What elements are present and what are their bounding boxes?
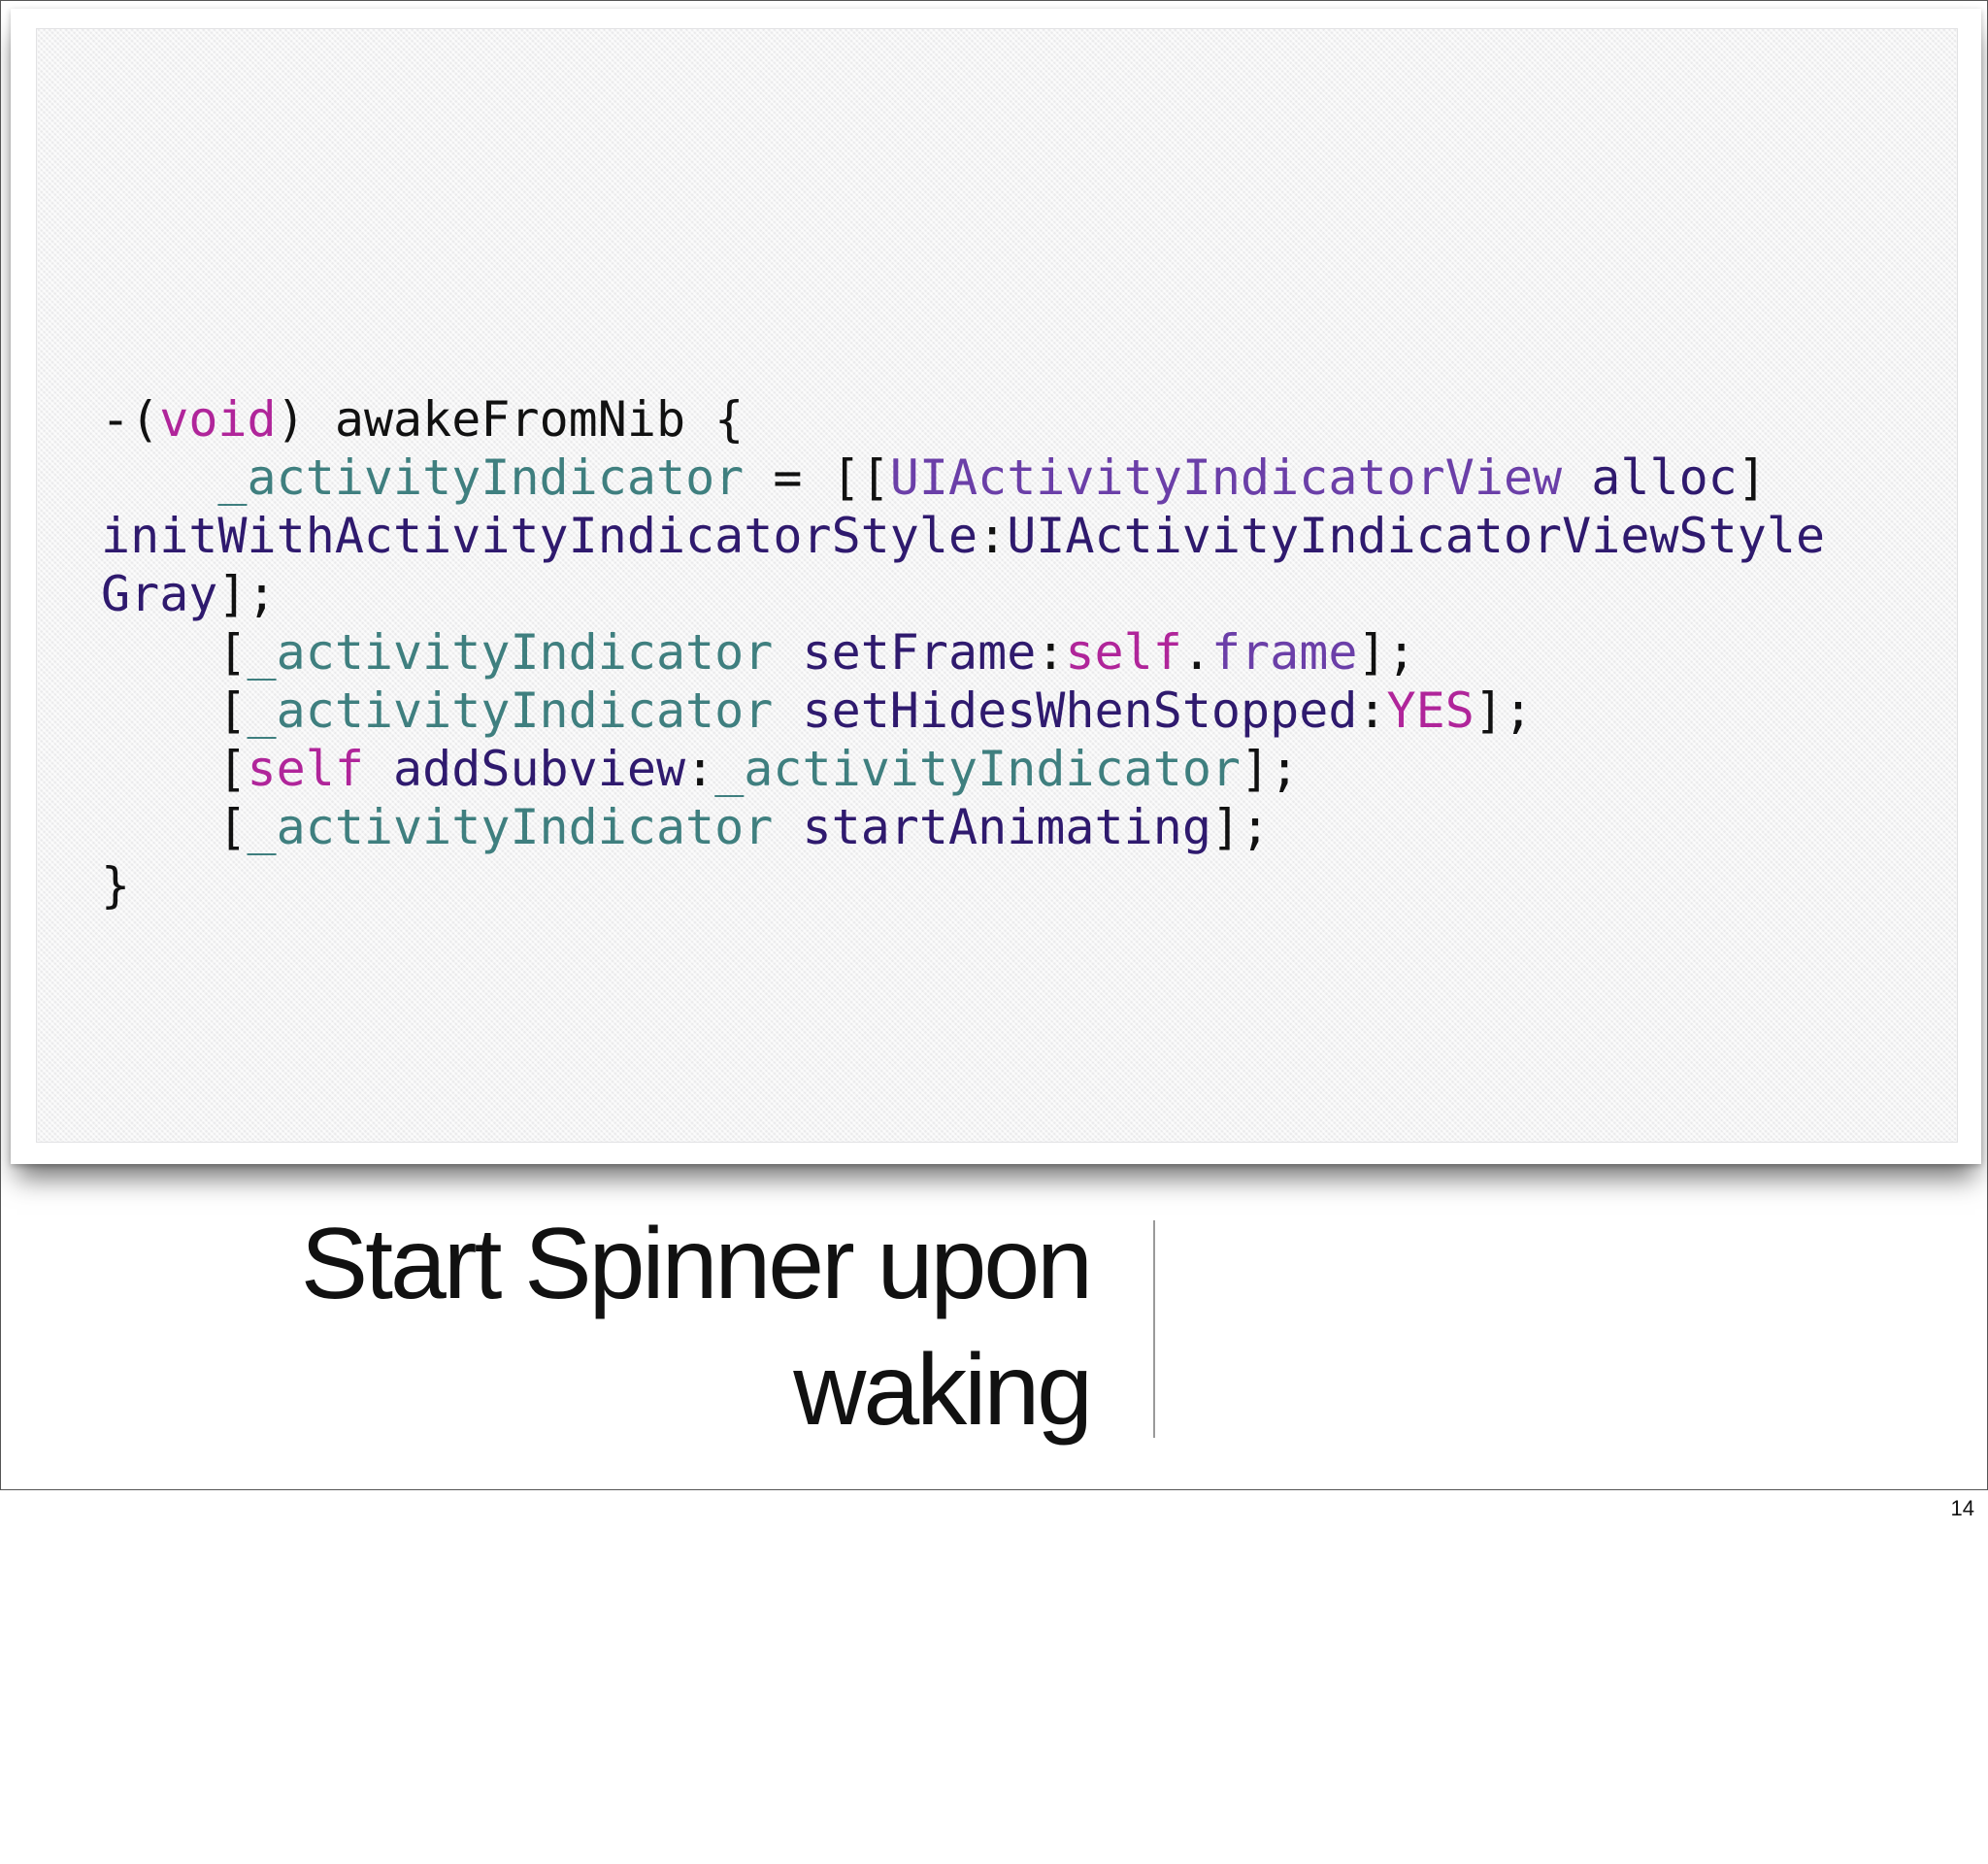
code-token <box>101 449 217 506</box>
code-token: YES <box>1386 682 1474 739</box>
code-token <box>773 682 802 739</box>
code-token: _activityIndicator <box>714 741 1242 797</box>
code-token: [ <box>101 624 248 681</box>
code-token: } <box>101 857 131 914</box>
code-token: self <box>247 741 364 797</box>
code-token: = [[ <box>744 449 890 506</box>
code-token: ]; <box>217 566 277 622</box>
code-line: Gray]; <box>101 566 277 622</box>
code-token: UIActivityIndicatorView <box>889 449 1563 506</box>
code-token: ]; <box>1357 624 1416 681</box>
code-token: ]; <box>1241 741 1300 797</box>
code-token: -( <box>101 391 160 448</box>
code-block: -(void) awakeFromNib { _activityIndicato… <box>101 390 1825 915</box>
page-number: 14 <box>1950 1496 1974 1520</box>
code-token <box>1562 449 1591 506</box>
code-line: initWithActivityIndicatorStyle:UIActivit… <box>101 508 1825 564</box>
code-token: setFrame <box>802 624 1037 681</box>
code-token: ) awakeFromNib { <box>276 391 745 448</box>
code-token: ]; <box>1210 799 1271 855</box>
code-token: [ <box>101 741 248 797</box>
code-token: setHidesWhenStopped <box>802 682 1358 739</box>
code-token: [ <box>101 682 248 739</box>
code-token: frame <box>1210 624 1358 681</box>
caption-line-1: Start Spinner upon <box>300 1208 1093 1320</box>
code-token: : <box>685 741 715 797</box>
code-token: self <box>1065 624 1182 681</box>
code-token <box>364 741 393 797</box>
code-token: ]; <box>1474 682 1534 739</box>
code-token: initWithActivityIndicatorStyle <box>101 508 978 564</box>
code-line: [_activityIndicator setHidesWhenStopped:… <box>101 682 1533 739</box>
code-token: startAnimating <box>802 799 1211 855</box>
code-token: _activityIndicator <box>217 449 745 506</box>
code-token: _activityIndicator <box>247 624 774 681</box>
code-token <box>773 624 802 681</box>
code-token: void <box>159 391 277 448</box>
code-token: [ <box>101 799 248 855</box>
caption-line-2: waking <box>793 1334 1093 1447</box>
code-line: [_activityIndicator setFrame:self.frame]… <box>101 624 1416 681</box>
caption-divider <box>1153 1220 1155 1438</box>
code-token: : <box>1036 624 1066 681</box>
code-token: alloc <box>1591 449 1738 506</box>
code-token: Gray <box>101 566 218 622</box>
code-screenshot-frame: -(void) awakeFromNib { _activityIndicato… <box>11 9 1981 1164</box>
code-line: -(void) awakeFromNib { <box>101 391 744 448</box>
code-token: : <box>1357 682 1387 739</box>
code-line: [self addSubview:_activityIndicator]; <box>101 741 1299 797</box>
code-line: _activityIndicator = [[UIActivityIndicat… <box>101 449 1767 506</box>
code-token: UIActivityIndicatorViewStyle <box>1007 508 1826 564</box>
slide: -(void) awakeFromNib { _activityIndicato… <box>0 0 1988 1490</box>
code-token: _activityIndicator <box>247 799 774 855</box>
code-line: [_activityIndicator startAnimating]; <box>101 799 1270 855</box>
code-token: . <box>1181 624 1211 681</box>
code-token: ] <box>1737 449 1767 506</box>
code-token: : <box>977 508 1008 564</box>
slide-caption: Start Spinner upon waking <box>216 1201 1093 1453</box>
code-token: addSubview <box>393 741 686 797</box>
code-line: } <box>101 857 130 914</box>
code-token <box>773 799 802 855</box>
code-token: _activityIndicator <box>247 682 774 739</box>
code-card: -(void) awakeFromNib { _activityIndicato… <box>36 28 1958 1143</box>
